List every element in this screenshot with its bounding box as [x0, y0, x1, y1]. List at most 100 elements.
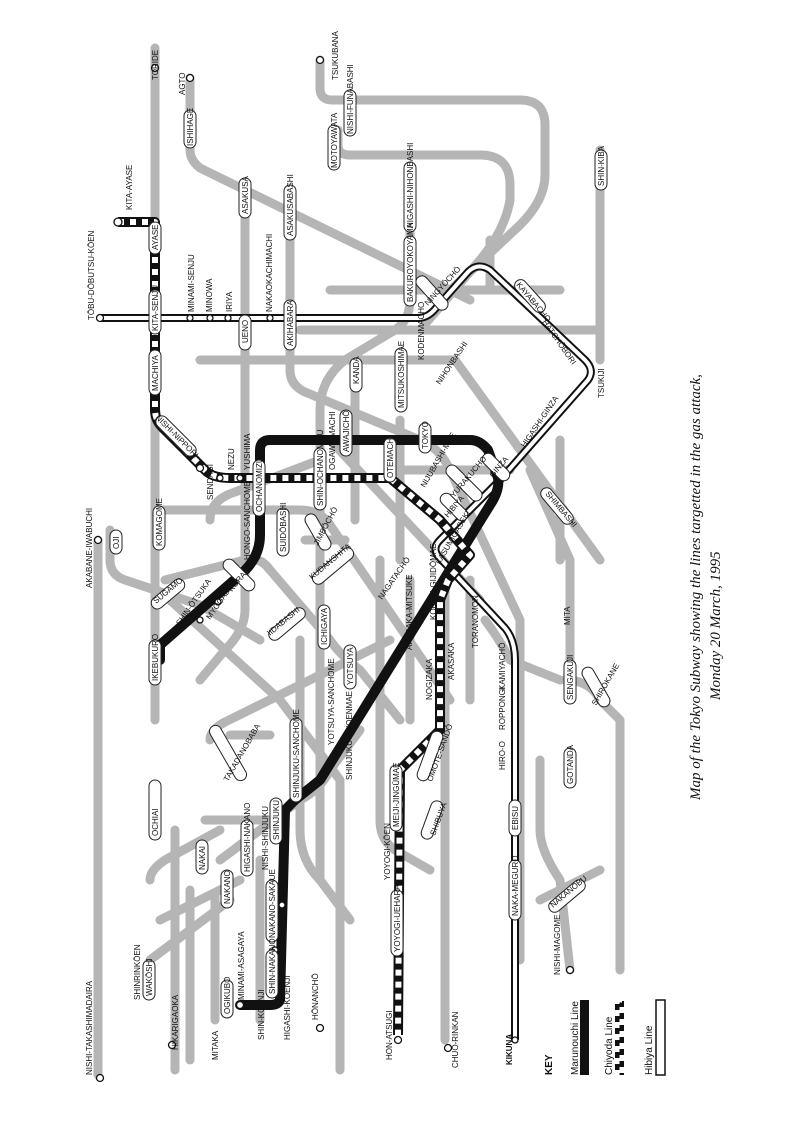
label-motoyawata: MOTOYAWATA	[330, 112, 339, 168]
label-roppongi: ROPPONGI	[498, 687, 507, 730]
pill-ginza: GINZA	[481, 452, 511, 482]
caption-line1: Map of the Tokyo Subway showing the line…	[688, 374, 704, 801]
label-mitaka: MITAKA	[211, 1030, 220, 1060]
label-bakuroyokoyama: BAKUROYOKOYAMA	[406, 222, 415, 302]
label-honatsugi: HON-ATSUGI	[385, 1010, 394, 1060]
station-dots	[93, 55, 575, 1083]
label-asakusa: ASAKUSA	[241, 176, 250, 214]
pill-hibiya: HIBIYA	[439, 492, 469, 522]
label-ochiai: OCHIAI	[151, 808, 160, 836]
label-ogikubo: OGIKUBO	[223, 977, 232, 1014]
label-ochanomizu: OCHANOMIZU	[255, 457, 264, 512]
label-komagome: KOMAGOME	[155, 498, 164, 546]
key-hibiya-swatch	[655, 999, 666, 1076]
pill-ueno: UENO	[238, 314, 252, 351]
label-toride: TORIDE	[151, 50, 160, 80]
label-chuorinkan: CHUŌ-RINKAN	[451, 1011, 460, 1068]
caption-line2: Monday 20 March, 1995	[708, 551, 724, 701]
label-nakano: NAKANO	[223, 870, 232, 904]
pill-asakusabashi: ASAKUSABASHI	[283, 174, 297, 241]
pill-bakuroyokoyama: BAKUROYOKOYAMA	[403, 222, 417, 307]
label-nakameguro: NAKA-MEGURO	[511, 856, 520, 916]
label-kanda: KANDA	[352, 356, 361, 384]
label-shinjukusanchome: SHINJUKU-SANCHOME	[292, 709, 301, 798]
pill-ochiai: OCHIAI	[148, 779, 162, 841]
label-kodenmacho: KODENMACHO	[417, 302, 426, 360]
label-meijijingumae: MEIJI-JINGŪMAE	[392, 763, 401, 827]
label-hongosanchome: HONGO-SANCHOME	[243, 481, 252, 560]
pill-kanda: KANDA	[349, 356, 363, 393]
pill-ishihage: ISHIHAGE	[183, 108, 197, 149]
marunouchi-line	[155, 435, 504, 1010]
label-otemachi: OTEMACHI	[386, 436, 395, 478]
pill-nakameguro: NAKA-MEGURO	[508, 856, 522, 921]
label-kokkaigijidomae: KOKKAI-GIJIDŌMAE	[429, 544, 438, 620]
pill-ogikubo: OGIKUBO	[220, 977, 234, 1019]
key-title: KEY	[544, 1054, 555, 1075]
pill-sengakuji: SENGAKUJI	[563, 655, 577, 705]
pill-akihabara: AKIHABARA	[283, 299, 297, 351]
label-ikebukuro: IKEBUKURO	[151, 634, 160, 681]
label-kitasenju: KITA-SENJU	[151, 285, 160, 331]
label-shinnakano: SHIN-NAKANO	[268, 938, 277, 994]
label-iriya: IRIYA	[225, 291, 234, 312]
label-ogawamachi: OGAWA-MACHI	[328, 411, 337, 470]
label-hiroo: HIRO-O	[498, 741, 507, 770]
pill-tokyo: TOKYO	[418, 421, 432, 454]
pill-wakoshi: WAKŌSHI	[142, 959, 156, 1001]
label-kikuna: KIKUNA	[505, 1034, 514, 1065]
label-tobu: TŌBU-DŌBUTSU-KŌEN	[87, 230, 96, 320]
key-maru-swatch	[580, 1000, 589, 1075]
chiyoda-line	[118, 217, 475, 1036]
label-shinkiba: SHIN-KIBA	[597, 145, 606, 186]
label-mita: MITA	[563, 606, 572, 625]
label-ebisu: EBISU	[511, 806, 520, 830]
pill-nakai: NAKAI	[195, 839, 209, 875]
label-kamiyacho: KAMIYACHŌ	[498, 643, 507, 690]
label-minamisenju: MINAMI-SENJU	[187, 254, 196, 312]
pill-oji: OJI	[109, 529, 123, 555]
pill-motoyawata: MOTOYAWATA	[327, 112, 341, 171]
label-yushima: YUSHIMA	[243, 433, 252, 470]
label-minamiasagaya: MINAMI-ASAGAYA	[237, 931, 246, 1000]
label-shinrinkoen: SHINRINKŌEN	[133, 944, 142, 1000]
pill-shinnakano: SHIN-NAKANO	[265, 938, 279, 999]
pill-meijijingumae: MEIJI-JINGŪMAE	[389, 763, 403, 832]
label-awajicho: AWAJICHŌ	[342, 410, 351, 452]
label-akasaka: AKASAKA	[447, 642, 456, 680]
pill-komagome: KOMAGOME	[152, 498, 166, 551]
label-shinkoenji: SHIN-KOENJI	[257, 989, 266, 1040]
label-tokyo: TOKYO	[421, 421, 430, 449]
label-shinochanomizu: SHIN-OCHANOMIZU	[316, 429, 325, 506]
label-tsukiji: TSUKIJI	[597, 368, 606, 398]
pill-ikebukuro: IKEBUKURO	[148, 634, 162, 686]
label-yotsuyasanchome: YOTSUYA-SANCHOME	[327, 658, 336, 745]
label-honancho: HŌNANCHŌ	[311, 973, 320, 1020]
label-gotanda: GOTANDA	[566, 744, 575, 784]
label-kitaayase: KITA-AYASE	[125, 165, 134, 210]
pill-gotanda: GOTANDA	[563, 744, 577, 789]
label-ishihage: ISHIHAGE	[186, 108, 195, 146]
pill-asakusa: ASAKUSA	[238, 176, 252, 219]
legend: KEY Marunouchi Line Chiyoda Line Hibiya …	[544, 997, 666, 1078]
label-ueno: UENO	[241, 320, 250, 343]
key-hibiya-label: Hibiya Line	[644, 1025, 655, 1075]
pill-mitsukoshimae: MITSUKOSHIMAE	[394, 341, 408, 413]
key-chiyoda-swatch	[614, 997, 625, 1078]
pill-yoyogiuehara: YOYOGI-UEHARA	[390, 884, 404, 957]
label-sengakuji: SENGAKUJI	[566, 655, 575, 700]
label-nakaokachimachi: NAKAOKACHIMACHI	[265, 234, 274, 312]
label-agto: AGTO	[178, 72, 187, 95]
pill-suidobashi: SUIDŌBASHI	[276, 503, 290, 557]
label-nishifuna: NISHI-FUNABASHI	[346, 64, 355, 134]
label-ayase: AYASE	[151, 225, 160, 251]
label-higashinihonbashi: HIGASHI-NIHONBASHI	[406, 143, 415, 228]
label-akasakamitsuke: AKASAKA-MITSUKE	[405, 574, 414, 650]
label-higashinakano: HIGASHI-NAKANO	[243, 803, 252, 872]
label-shinjuku: SHINJUKU	[272, 800, 281, 840]
hibiya-line	[100, 262, 595, 1040]
pill-ayase: AYASE	[148, 221, 162, 255]
label-shinjukugyoenmae: SHINJUKU-GYOENMAE	[345, 691, 354, 780]
pill-shinjuku: SHINJUKU	[269, 797, 283, 845]
